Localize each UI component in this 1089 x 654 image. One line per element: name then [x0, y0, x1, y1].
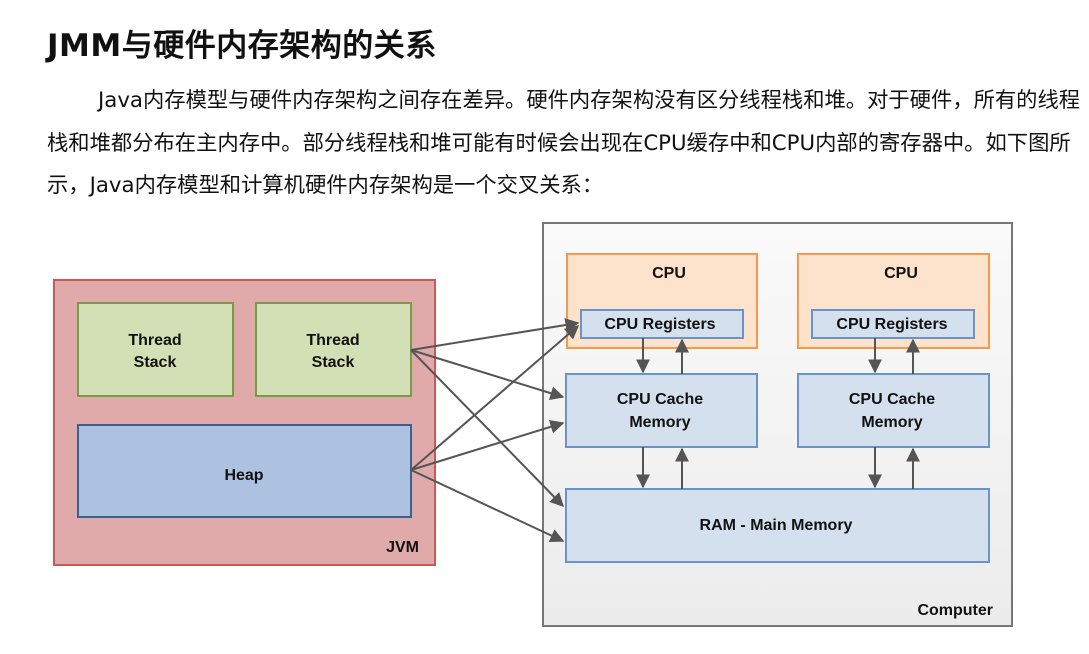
cpu-2-registers-label: CPU Registers	[836, 316, 947, 333]
body-paragraph: Java内存模型与硬件内存架构之间存在差异。硬件内存架构没有区分线程栈和堆。对于…	[47, 88, 1081, 198]
heap-label: Heap	[224, 467, 263, 484]
cpu-1: CPU CPU Registers	[566, 253, 758, 349]
cpu-1-cache-line2: Memory	[629, 414, 690, 431]
arrow-stack-to-registers	[410, 318, 580, 351]
cpu-1-cache: CPU Cache Memory	[565, 373, 758, 448]
ram-box: RAM - Main Memory	[565, 488, 990, 563]
cpu-2-registers	[811, 309, 975, 339]
cpu-2-cache-line1: CPU Cache	[849, 391, 935, 408]
thread-stack-2-line1: Thread	[306, 332, 359, 349]
thread-stack-2: Thread Stack	[255, 302, 412, 397]
heap-box: Heap	[77, 424, 412, 518]
cpu-1-registers	[580, 309, 744, 339]
ram-label: RAM - Main Memory	[700, 517, 853, 534]
section-title: JMM与硬件内存架构的关系	[47, 28, 437, 64]
thread-stack-1-line1: Thread	[128, 332, 181, 349]
arrow-heap-to-ram	[410, 469, 565, 543]
arrow-heap-to-cache	[410, 420, 565, 471]
arrow-stack-to-ram	[410, 349, 564, 508]
cpu-2-cache: CPU Cache Memory	[797, 373, 990, 448]
cpu-2-label: CPU	[884, 265, 918, 282]
cross-arrows	[410, 318, 580, 543]
cpu-2-cache-line2: Memory	[861, 414, 922, 431]
thread-stack-2-line2: Stack	[312, 354, 355, 371]
cpu-2: CPU CPU Registers	[797, 253, 990, 349]
cpu-1-label: CPU	[652, 265, 686, 282]
thread-stack-1-line2: Stack	[134, 354, 177, 371]
arrow-heap-to-registers	[410, 325, 580, 471]
cpu-1-registers-label: CPU Registers	[604, 316, 715, 333]
cpu-1-cache-line1: CPU Cache	[617, 391, 703, 408]
arrow-stack-to-cache	[410, 349, 565, 400]
thread-stack-1: Thread Stack	[77, 302, 234, 397]
jvm-label: JVM	[386, 539, 419, 556]
computer-label: Computer	[917, 602, 993, 619]
internal-arrows	[636, 338, 920, 489]
